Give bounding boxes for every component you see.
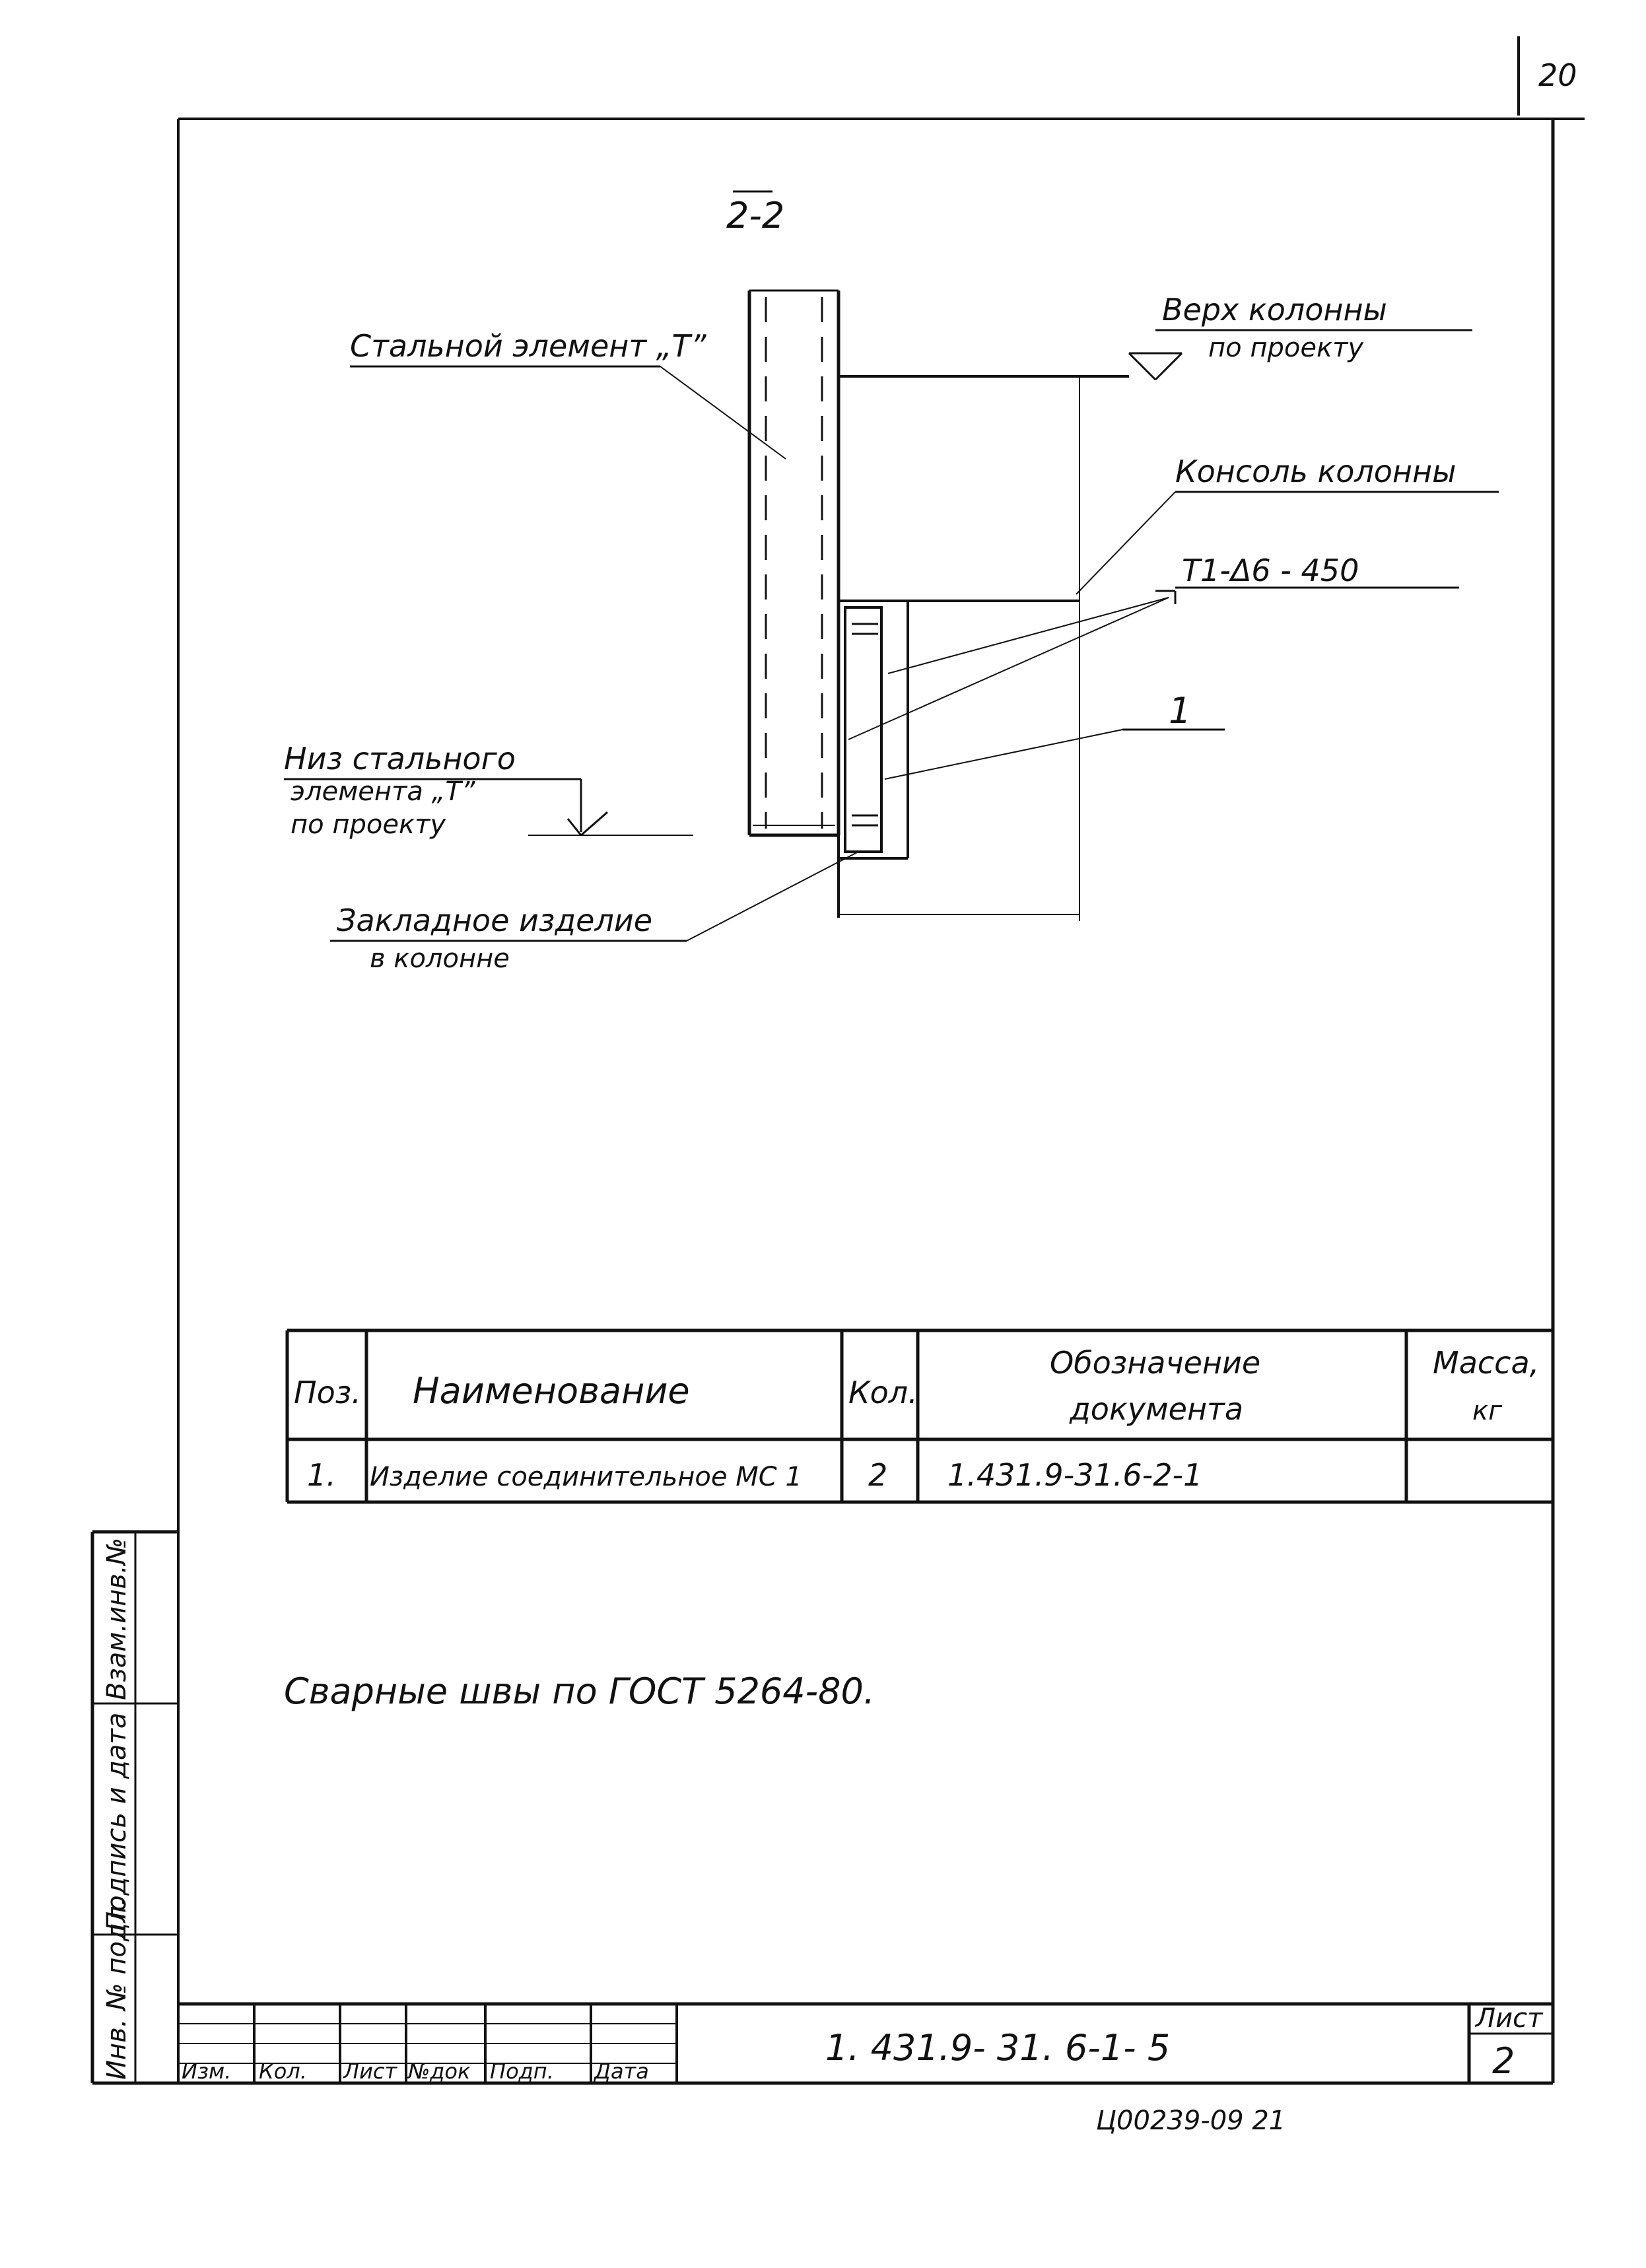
strip-inv-no: Инв. № подл. <box>102 1898 132 2080</box>
callout-bottom-steel-line2: элемента „Т” <box>291 776 475 807</box>
table-cell-pos: 1. <box>307 1457 336 1493</box>
corner-sheet-number: 20 <box>1538 57 1577 93</box>
table-header-doc-line1: Обозначение <box>1050 1345 1260 1381</box>
table-header-qty: Кол. <box>848 1375 918 1410</box>
archive-stamp: Ц00239-09 21 <box>1096 2106 1286 2136</box>
callout-column-top-line2: по проекту <box>1208 333 1364 363</box>
embedded-plate <box>844 606 883 853</box>
leader-lines <box>284 329 1499 942</box>
sheet-frame <box>92 36 1585 2085</box>
title-col-podp: Подп. <box>490 2059 554 2084</box>
callout-weld-mark: Т1-Δ6 - 450 <box>1182 553 1359 588</box>
callout-column-top-line1: Верх колонны <box>1162 292 1387 327</box>
table-header-doc-line2: документа <box>1069 1391 1243 1427</box>
title-designation: 1. 431.9- 31. 6-1- 5 <box>825 2027 1170 2069</box>
title-block <box>178 2002 1553 2083</box>
title-col-list: Лист <box>343 2059 397 2084</box>
table-cell-name: Изделие соединительное МС 1 <box>370 1462 802 1492</box>
callout-embedded-line2: в колонне <box>370 944 510 974</box>
title-sheet-number: 2 <box>1492 2040 1515 2082</box>
title-col-izm: Изм. <box>182 2059 231 2084</box>
callout-embedded-line1: Закладное изделие <box>337 903 652 938</box>
callout-bottom-steel-line3: по проекту <box>291 809 446 840</box>
steel-element-t <box>747 289 840 837</box>
strip-replaced-inv: Взам.инв.№ <box>102 1538 132 1700</box>
table-cell-qty: 2 <box>868 1457 887 1493</box>
welding-note: Сварные швы по ГОСТ 5264-80. <box>284 1670 875 1712</box>
table-header-pos: Поз. <box>294 1375 361 1410</box>
table-cell-doc: 1.431.9-31.6-2-1 <box>947 1457 1202 1493</box>
title-col-kol: Кол. <box>259 2059 307 2084</box>
table-header-mass-line2: кг <box>1472 1396 1503 1426</box>
callout-position-number: 1 <box>1169 690 1191 732</box>
callout-steel-element: Стальной элемент „Т” <box>350 328 707 364</box>
column-body <box>837 375 1129 921</box>
spec-table <box>285 1328 1553 1504</box>
table-header-name: Наименование <box>413 1370 690 1412</box>
title-sheet-label: Лист <box>1474 2003 1544 2034</box>
left-approval-strip <box>90 1530 178 2083</box>
callout-bottom-steel-line1: Низ стального <box>284 741 516 776</box>
section-title: 2-2 <box>726 195 784 236</box>
strip-sign-date: Подпись и дата <box>102 1713 132 1931</box>
callout-console: Консоль колонны <box>1175 454 1456 489</box>
table-header-mass-line1: Масса, <box>1433 1345 1539 1381</box>
title-col-data: Дата <box>593 2059 649 2084</box>
table-row: 1. Изделие соединительное МС 1 2 1.431.9… <box>307 1457 1202 1493</box>
title-col-ndok: №док <box>407 2059 471 2084</box>
